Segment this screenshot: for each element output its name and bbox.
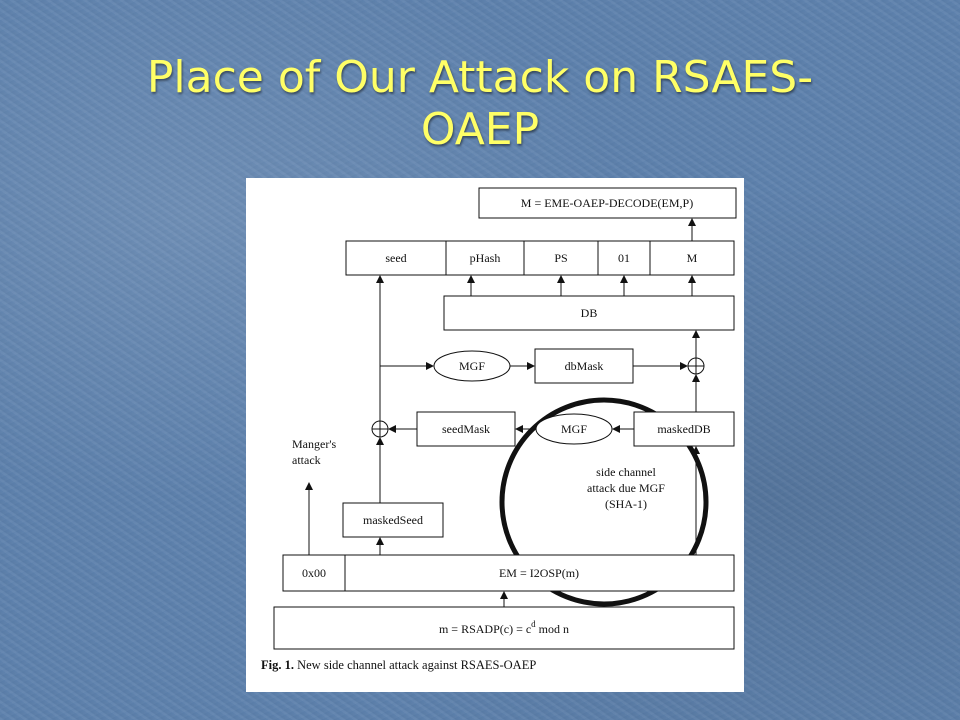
mgf-middle-label: MGF	[561, 422, 587, 436]
field-phash	[445, 240, 525, 276]
zero-byte-box	[282, 554, 346, 592]
dbmask-label: dbMask	[565, 359, 604, 373]
slide-title-line-2: OAEP	[420, 104, 540, 155]
seedmask-box	[416, 411, 516, 447]
oaep-diagram: M = EME-OAEP-DECODE(EM,P) seed pHash PS …	[273, 187, 737, 650]
caption-label: Fig. 1.	[261, 658, 294, 672]
figure-caption: Fig. 1. New side channel attack against …	[261, 658, 536, 673]
em-box	[344, 554, 735, 592]
slide-title-line-1: Place of Our Attack on RSAES-	[146, 52, 814, 103]
field-m	[649, 240, 735, 276]
side-channel-line-2: attack due MGF	[587, 481, 665, 495]
manger-line-2: attack	[292, 453, 321, 467]
oaep-attack-figure: M = EME-OAEP-DECODE(EM,P) seed pHash PS …	[246, 178, 744, 692]
manger-line-1: Manger's	[292, 437, 336, 451]
rsadp-box	[273, 606, 735, 650]
field-seed	[345, 240, 447, 276]
field-seed-label: seed	[385, 251, 406, 265]
mgf-top-label: MGF	[459, 359, 485, 373]
zero-byte-label: 0x00	[302, 566, 326, 580]
db-label: DB	[581, 306, 598, 320]
field-ps-label: PS	[554, 251, 567, 265]
field-phash-label: pHash	[470, 251, 501, 265]
dbmask-box	[534, 348, 634, 384]
seedmask-label: seedMask	[442, 422, 490, 436]
decode-box	[478, 187, 737, 219]
rsadp-exponent: d	[531, 619, 536, 629]
maskeddb-label: maskedDB	[657, 422, 710, 436]
side-channel-line-1: side channel	[596, 465, 656, 479]
db-box	[443, 295, 735, 331]
rsadp-label: m = RSADP(c) = cd mod n	[439, 619, 569, 636]
caption-text: New side channel attack against RSAES-OA…	[293, 658, 537, 672]
field-01-label: 01	[618, 251, 630, 265]
side-channel-line-3: (SHA-1)	[605, 497, 647, 511]
maskedseed-box	[342, 502, 444, 538]
maskedseed-label: maskedSeed	[363, 513, 423, 527]
slide-title: Place of Our Attack on RSAES- OAEP	[0, 52, 960, 156]
side-channel-circle	[499, 397, 709, 607]
field-m-label: M	[687, 251, 698, 265]
em-label: EM = I2OSP(m)	[499, 566, 579, 580]
rsadp-tail: mod n	[536, 622, 569, 636]
rsadp-base: m = RSADP(c) = c	[439, 622, 531, 636]
decode-box-label: M = EME-OAEP-DECODE(EM,P)	[521, 196, 693, 210]
maskeddb-box	[633, 411, 735, 447]
